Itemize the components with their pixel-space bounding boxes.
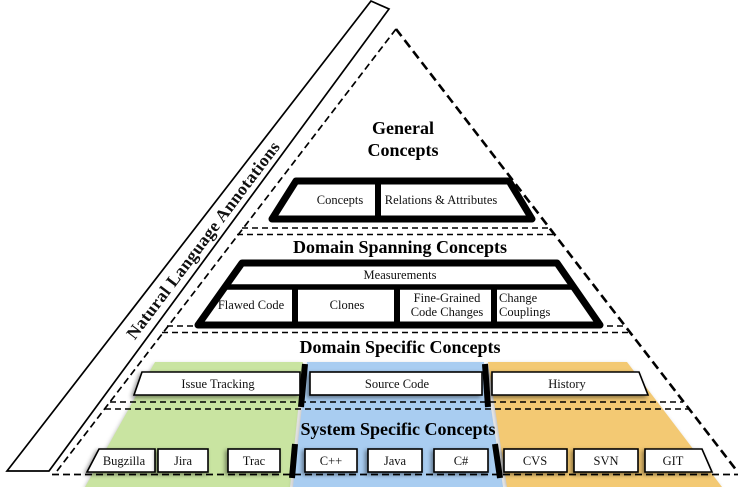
- cpp-label: C++: [319, 454, 343, 468]
- git-label: GIT: [662, 454, 684, 468]
- pyramid-right-edge: [394, 28, 739, 472]
- bugzilla-box: [85, 448, 156, 473]
- zone-divider-green-blue-bottom: [289, 443, 298, 479]
- source-code-box: [309, 371, 483, 396]
- general-concepts-trapezoid: [268, 177, 536, 223]
- cpp-box: [304, 448, 358, 473]
- fine-grained-label: Fine-Grained Code Changes: [410, 291, 484, 319]
- domain-spanning-title: Domain Spanning Concepts: [292, 237, 508, 257]
- annotation-band: [5, 0, 391, 472]
- csharp-box: [433, 448, 489, 473]
- domain-specific-title: Domain Specific Concepts: [299, 337, 501, 357]
- system-specific-title: System Specific Concepts: [300, 419, 496, 439]
- zone-divider-blue-orange-bottom: [492, 443, 503, 479]
- zone-divider-green-blue-top: [298, 363, 308, 408]
- concepts-label: Concepts: [316, 193, 364, 207]
- svn-label: SVN: [593, 454, 619, 468]
- trac-label: Trac: [242, 454, 266, 468]
- trac-box: [227, 448, 281, 473]
- clones-label: Clones: [329, 298, 365, 312]
- cvs-box: [503, 448, 568, 473]
- java-label: Java: [383, 454, 407, 468]
- general-concepts-outline: [268, 177, 536, 223]
- flawed-code-label: Flawed Code: [217, 298, 285, 312]
- change-couplings-label: Change Couplings: [499, 291, 551, 319]
- history-label: History: [548, 377, 586, 391]
- bugzilla-label: Bugzilla: [102, 454, 146, 468]
- zone-divider-blue-orange-top: [482, 363, 491, 408]
- domain-spanning-trapezoid: [194, 259, 604, 329]
- svn-box: [573, 448, 639, 473]
- source-code-label: Source Code: [364, 377, 430, 391]
- jira-box: [157, 448, 209, 473]
- history-box: [491, 371, 650, 396]
- issue-tracking-box: [132, 371, 301, 396]
- git-box: [644, 448, 714, 473]
- jira-label: Jira: [173, 454, 193, 468]
- pyramid-left-edge: [56, 28, 397, 472]
- general-concepts-title: General Concepts: [367, 118, 439, 160]
- measurements-label: Measurements: [363, 268, 437, 282]
- java-box: [367, 448, 423, 473]
- issue-tracking-label: Issue Tracking: [181, 377, 255, 391]
- csharp-label: C#: [453, 454, 469, 468]
- relations-attributes-label: Relations & Attributes: [384, 193, 498, 207]
- cvs-label: CVS: [522, 454, 548, 468]
